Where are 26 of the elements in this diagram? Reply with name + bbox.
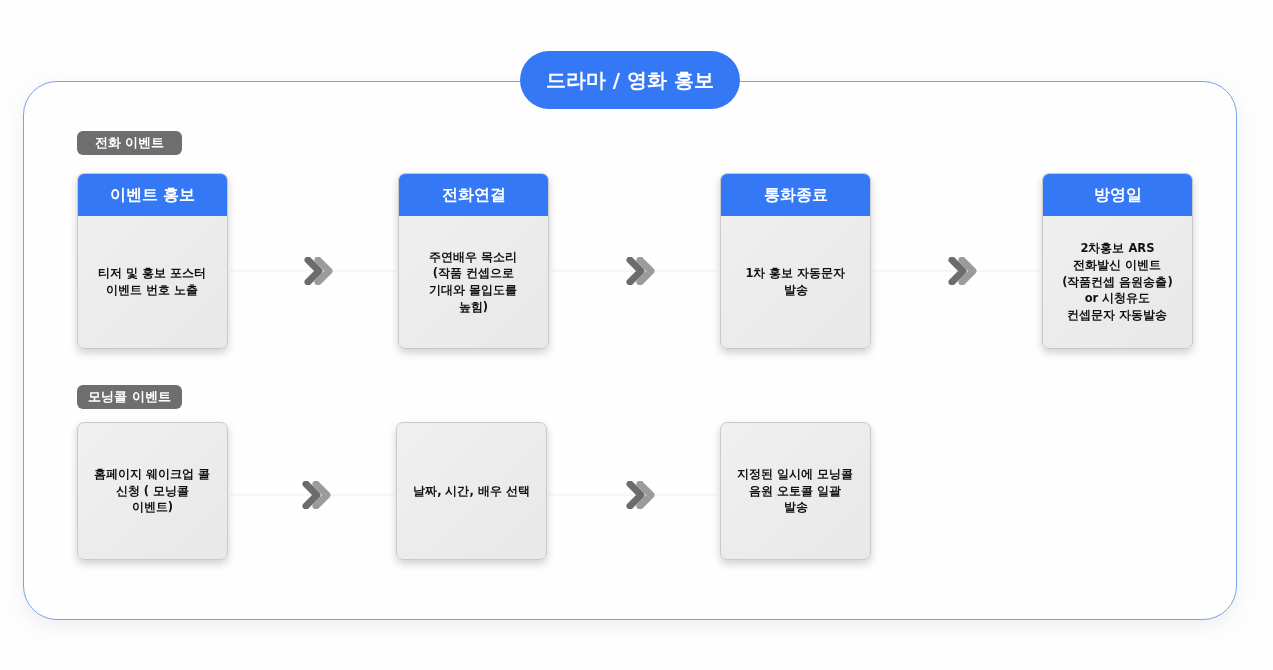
group-label: 모닝콜 이벤트 [77, 385, 182, 409]
step-description: 홈페이지 웨이크업 콜 신청 ( 모닝콜 이벤트) [94, 466, 211, 516]
card-header: 전화연결 [399, 174, 548, 216]
step-description: 지정된 일시에 모닝콜 음원 오토콜 일괄 발송 [737, 466, 854, 516]
double-chevron-arrow [548, 480, 719, 510]
step-card [1042, 173, 1193, 349]
group-label: 전화 이벤트 [77, 131, 182, 155]
step-card [398, 173, 549, 349]
step-description: 1차 홍보 자동문자 발송 [744, 265, 847, 299]
card-header: 이벤트 홍보 [78, 174, 227, 216]
double-chevron-arrow [229, 480, 395, 510]
step-card [396, 422, 547, 560]
section-title: 드라마 / 영화 홍보 [520, 51, 740, 109]
double-chevron-arrow [550, 256, 719, 286]
double-chevron-arrow [872, 256, 1041, 286]
card-header: 통화종료 [721, 174, 870, 216]
step-description: 티저 및 홍보 포스터 이벤트 번호 노출 [97, 265, 208, 299]
step-card [720, 422, 871, 560]
double-chevron-arrow [229, 256, 397, 286]
card-header: 방영일 [1043, 174, 1192, 216]
step-description: 주연배우 목소리 (작품 컨셉으로 기대와 몰입도를 높힘) [428, 248, 519, 316]
step-card [77, 422, 228, 560]
step-card [77, 173, 228, 349]
step-description: 2차홍보 ARS 전화발신 이벤트 (작품컨셉 음원송출) or 시청유도 컨셉문자 자동발송 [1061, 240, 1174, 324]
step-description: 날짜, 시간, 배우 선택 [413, 482, 530, 500]
step-card [720, 173, 871, 349]
